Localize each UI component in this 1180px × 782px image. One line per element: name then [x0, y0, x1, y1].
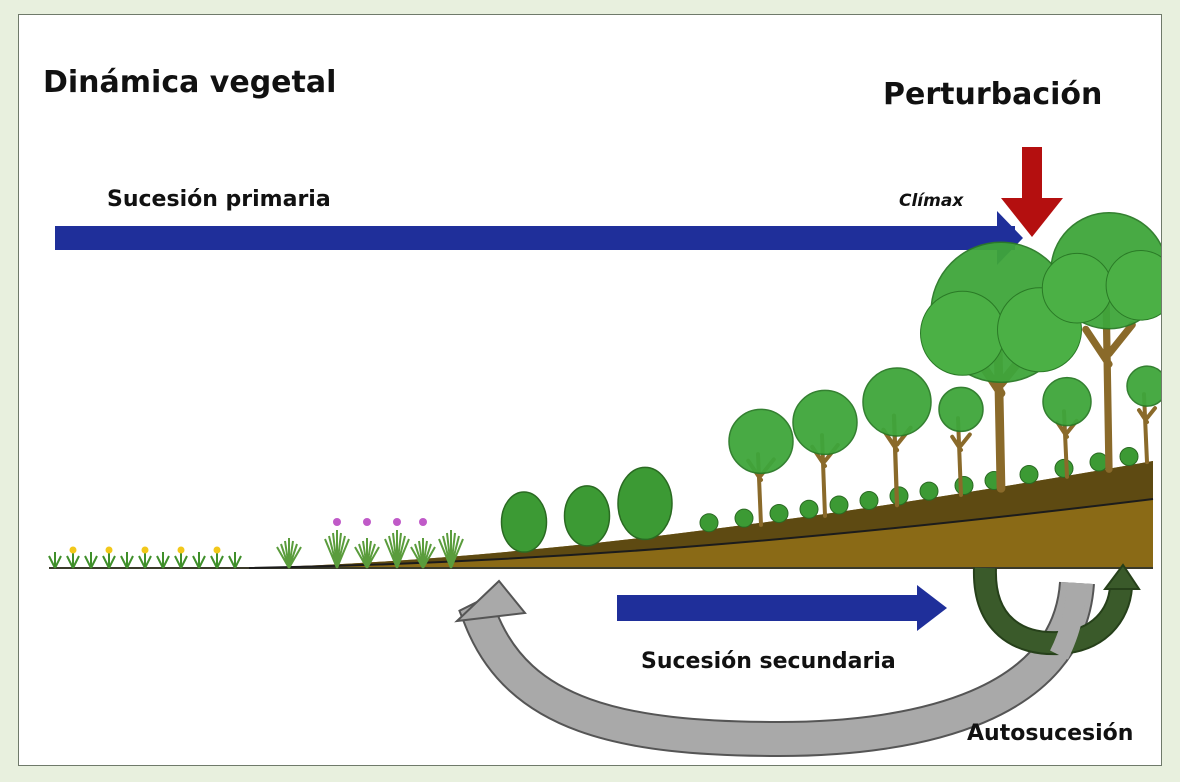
autosuccession-loop-arrow [972, 563, 1141, 660]
diagram-frame: Dinámica vegetal Perturbación Sucesión p… [18, 14, 1162, 766]
succession-illustration [48, 147, 1161, 758]
herb-icon [174, 546, 188, 569]
tree-icon [1041, 212, 1161, 473]
tree-icon [920, 241, 1082, 493]
herb-icon [102, 546, 116, 569]
tree-icon [862, 367, 932, 508]
herb-icon [156, 552, 170, 569]
primary-succession-arrow [55, 211, 1023, 265]
herb-icon [324, 518, 350, 569]
secondary-succession-arrow [617, 585, 947, 631]
tree-icon [1042, 376, 1092, 479]
shrub-icon [500, 491, 548, 553]
shrub-icon [954, 475, 974, 495]
tree-icon [938, 386, 984, 497]
shrub-icon [734, 508, 754, 528]
herb-icon [228, 552, 242, 569]
secondary-succession-label: Sucesión secundaria [641, 649, 896, 674]
herb-icon [438, 530, 464, 569]
herb-icon [210, 546, 224, 569]
perturbation-label: Perturbación [883, 77, 1103, 112]
shrub-icon [829, 495, 849, 515]
tree-icon [792, 389, 858, 518]
herb-icon [354, 518, 380, 569]
primary-succession-label: Sucesión primaria [107, 187, 331, 212]
shrub-icon [563, 485, 611, 547]
soil-wedge [249, 461, 1153, 568]
herb-icon [66, 546, 80, 569]
herb-icon [138, 546, 152, 569]
shrub-icon [617, 466, 673, 541]
autosuccession-label: Autosucesión [967, 721, 1134, 746]
climax-label: Clímax [899, 191, 964, 211]
diagram-title: Dinámica vegetal [43, 65, 337, 100]
herb-icon [276, 538, 302, 569]
shrub-icon [699, 513, 719, 533]
tree-icon [1126, 365, 1161, 465]
shrub-icon [799, 499, 819, 519]
vegetation-layer [48, 212, 1161, 569]
herb-icon [120, 552, 134, 569]
perturbation-arrow [1001, 147, 1063, 237]
shrub-icon [859, 490, 879, 510]
herb-icon [192, 552, 206, 569]
soil-horizon-line [248, 498, 1154, 569]
shrub-icon [919, 481, 939, 501]
herb-icon [48, 552, 62, 569]
shrub-icon [769, 503, 789, 523]
return-loop-arrow [454, 579, 1095, 758]
herb-icon [84, 552, 98, 569]
shrub-icon [1119, 447, 1139, 467]
tree-icon [728, 408, 794, 527]
herb-icon [410, 518, 436, 569]
shrub-icon [1019, 464, 1039, 484]
soil-upper-layer [249, 461, 1153, 568]
shrub-icon [1054, 458, 1074, 478]
herb-icon [384, 518, 410, 569]
